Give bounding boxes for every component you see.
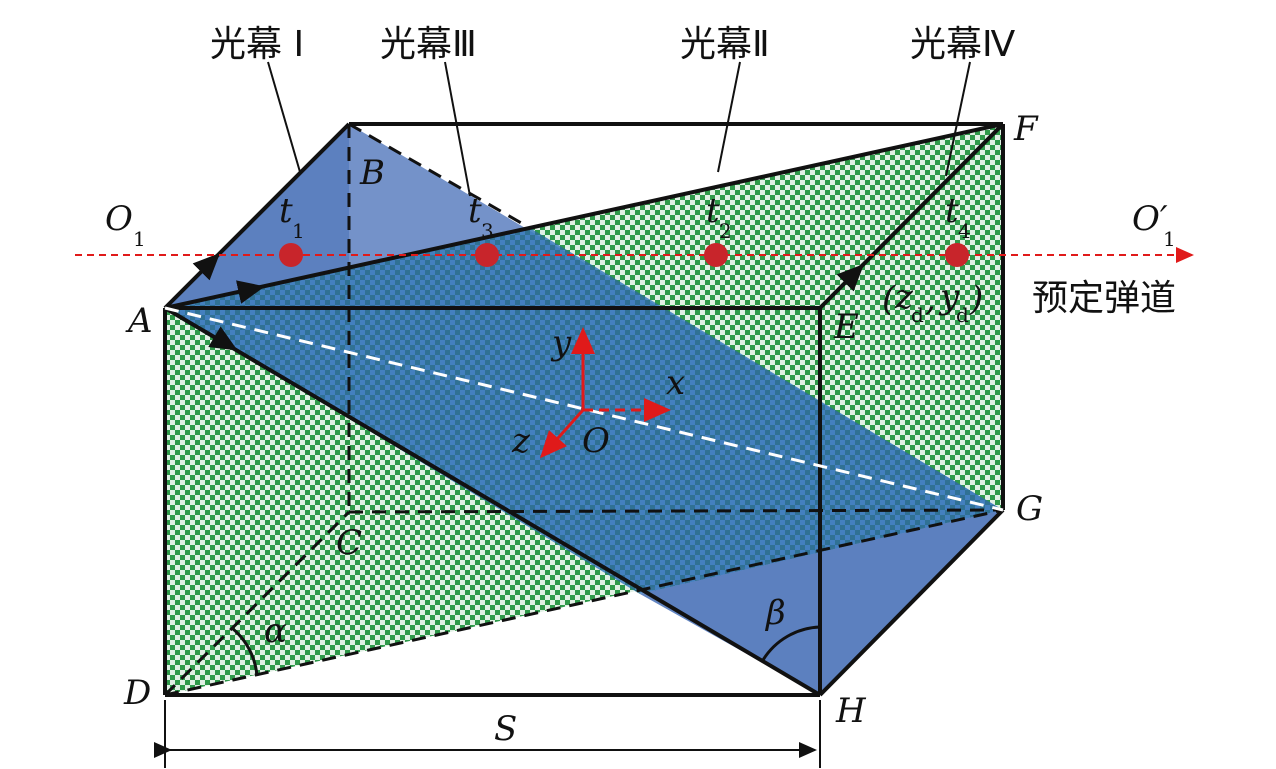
white-diagonal: [164, 306, 1004, 512]
dimension-s-label: S: [494, 709, 517, 749]
box-edges: [163, 122, 1005, 697]
vertex-f-label: F: [1013, 109, 1039, 149]
edge-arrow-ef: [836, 263, 865, 292]
trajectory-end-label: O′: [1132, 199, 1168, 239]
t3-label: t: [468, 191, 482, 231]
edge-arrow-ah: [204, 326, 238, 351]
t2-sub: 2: [719, 219, 732, 243]
coord-z: z: [894, 277, 914, 317]
screen2-label: 光幕Ⅱ: [680, 24, 770, 65]
point-t2: [704, 243, 728, 267]
vertex-e-label: E: [833, 307, 859, 347]
t1-label: t: [279, 191, 293, 231]
point-t3: [475, 243, 499, 267]
coord-y-sub: d: [956, 303, 969, 327]
vertex-b-label: B: [359, 153, 385, 193]
vertex-c-label: C: [336, 523, 362, 563]
axis-y-label: y: [550, 323, 572, 363]
angle-alpha-label: α: [264, 611, 287, 651]
axis-z: [540, 409, 585, 459]
coord-open: (: [882, 279, 896, 319]
t1-sub: 1: [292, 219, 305, 243]
point-t4: [945, 243, 969, 267]
hidden-edges: [163, 122, 1004, 697]
coord-z-sub: d: [911, 303, 924, 327]
trajectory-end-sub: 1: [1163, 227, 1176, 251]
trajectory-label: 预定弹道: [1032, 278, 1176, 319]
t4-sub: 4: [958, 219, 971, 243]
axis-z-label: z: [511, 421, 531, 461]
leader-lines: [267, 61, 971, 197]
edge-arrow-af: [224, 280, 265, 304]
t2-label: t: [706, 191, 720, 231]
vertex-g-label: G: [1016, 489, 1043, 529]
t3-sub: 3: [481, 219, 494, 243]
trajectory-start-label: O: [105, 199, 133, 239]
t4-label: t: [945, 191, 959, 231]
point-t1: [279, 243, 303, 267]
coord-comma: ,: [925, 279, 936, 319]
axis-x-label: x: [666, 363, 685, 403]
screen1-label: 光幕 Ⅰ: [210, 24, 304, 65]
screen3-label: 光幕Ⅲ: [380, 24, 477, 65]
trajectory-start-sub: 1: [133, 227, 146, 251]
vertex-h-label: H: [835, 691, 867, 731]
vertex-a-label: A: [125, 301, 153, 341]
coord-close: ): [969, 279, 983, 319]
angle-beta-arc: [761, 625, 821, 661]
angle-alpha-arc: [231, 626, 259, 677]
coord-y: y: [938, 277, 960, 317]
edge-arrow-ab: [188, 252, 221, 285]
origin-label: O: [582, 421, 610, 461]
angle-beta-label: β: [764, 593, 786, 633]
vertex-d-label: D: [123, 673, 151, 713]
screen4-label: 光幕Ⅳ: [910, 24, 1015, 65]
